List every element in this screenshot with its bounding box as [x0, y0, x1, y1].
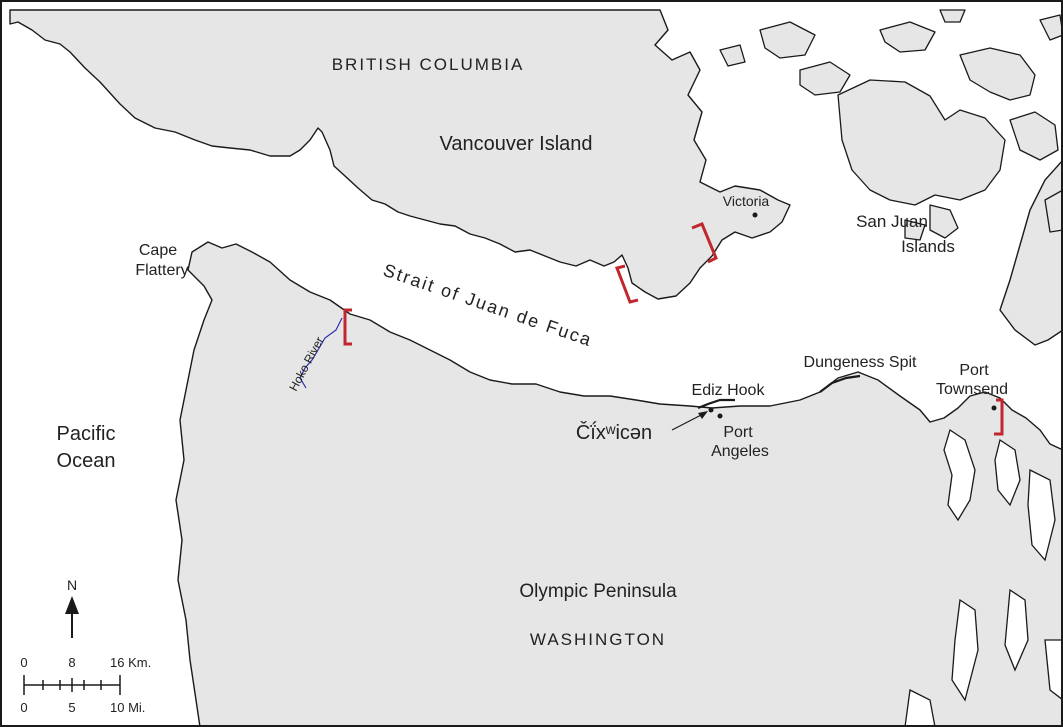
scale-km-8: 8	[68, 655, 75, 670]
victoria-point	[752, 212, 758, 218]
olympic-peninsula-landmass	[175, 241, 1063, 727]
north-arrow: N	[65, 577, 79, 638]
scale-bar-ticks	[23, 675, 121, 695]
label-cape-line1: Cape	[139, 242, 177, 259]
puget-islands	[904, 428, 1063, 727]
bracket-victoria	[691, 222, 718, 264]
port-angeles-point	[717, 413, 723, 419]
site-pointer-line	[671, 412, 706, 431]
bracket-sooke	[614, 264, 639, 304]
scale-mi-5: 5	[68, 700, 75, 715]
label-british-columbia: BRITISH COLUMBIA	[332, 55, 525, 74]
scale-mi-10: 10 Mi.	[110, 700, 145, 715]
vancouver-island-landmass	[9, 9, 791, 300]
scale-mi-0: 0	[20, 700, 27, 715]
site-point	[708, 407, 714, 413]
scale-bar: 0 8 16 Km. 0 5 10 Mi.	[20, 655, 151, 715]
label-port-angeles-line2: Angeles	[711, 443, 769, 460]
dungeness-spit	[819, 374, 861, 393]
north-arrow-head	[65, 596, 79, 614]
label-port-townsend-line1: Port	[959, 362, 989, 379]
bracket-hoko	[343, 308, 352, 346]
survey-brackets	[343, 222, 1004, 436]
label-port-townsend-line2: Townsend	[936, 381, 1008, 398]
san-juan-islands	[719, 9, 1063, 241]
north-arrow-label: N	[67, 577, 77, 593]
label-port-angeles-line1: Port	[723, 424, 753, 441]
label-ediz-hook: Ediz Hook	[692, 382, 766, 399]
scale-km-16: 16 Km.	[110, 655, 151, 670]
label-san-juan-line2: Islands	[901, 237, 955, 256]
label-cape-line2: Flattery	[135, 262, 188, 279]
label-site-name: Čḯxʷicən	[576, 421, 652, 444]
label-victoria: Victoria	[723, 193, 770, 209]
port-townsend-point	[991, 405, 997, 411]
bracket-port-townsend	[994, 398, 1004, 436]
label-vancouver-island: Vancouver Island	[439, 133, 592, 155]
ediz-hook-spit	[697, 398, 735, 410]
label-san-juan-line1: San Juan	[856, 212, 928, 231]
label-washington: WASHINGTON	[530, 630, 666, 649]
label-olympic-peninsula: Olympic Peninsula	[519, 581, 677, 602]
label-dungeness-spit: Dungeness Spit	[804, 354, 918, 371]
label-pacific-line2: Ocean	[57, 450, 116, 472]
site-pointer-arrowhead	[698, 411, 708, 419]
label-pacific-line1: Pacific	[57, 423, 116, 445]
scale-km-0: 0	[20, 655, 27, 670]
hoko-river	[299, 317, 343, 389]
